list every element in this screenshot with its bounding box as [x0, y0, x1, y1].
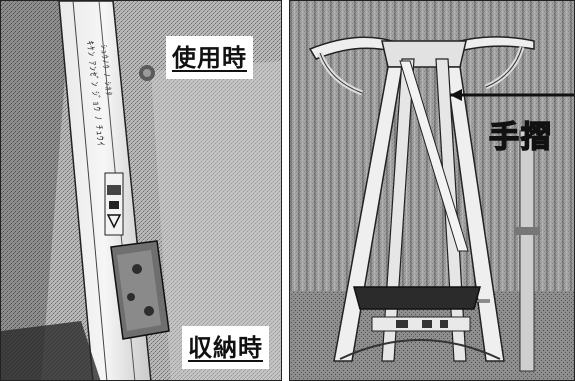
handrail-arrow-head — [450, 89, 462, 101]
right-photo — [289, 0, 575, 381]
left-photo: ｷｹﾝ ｱﾝｾﾞﾝ ｼﾞｮｳ ﾉ ﾁｭｳｲ ｼｭｳﾉｳ ﾉ ｼｶﾀ — [0, 0, 282, 381]
label-in-use: 使用時 — [166, 36, 253, 79]
label-stored: 収納時 — [182, 326, 269, 369]
label-handrail: 手摺 — [488, 119, 553, 156]
left-photo-graphic: ｷｹﾝ ｱﾝｾﾞﾝ ｼﾞｮｳ ﾉ ﾁｭｳｲ ｼｭｳﾉｳ ﾉ ｼｶﾀ — [1, 1, 281, 380]
right-photo-graphic — [290, 1, 574, 380]
